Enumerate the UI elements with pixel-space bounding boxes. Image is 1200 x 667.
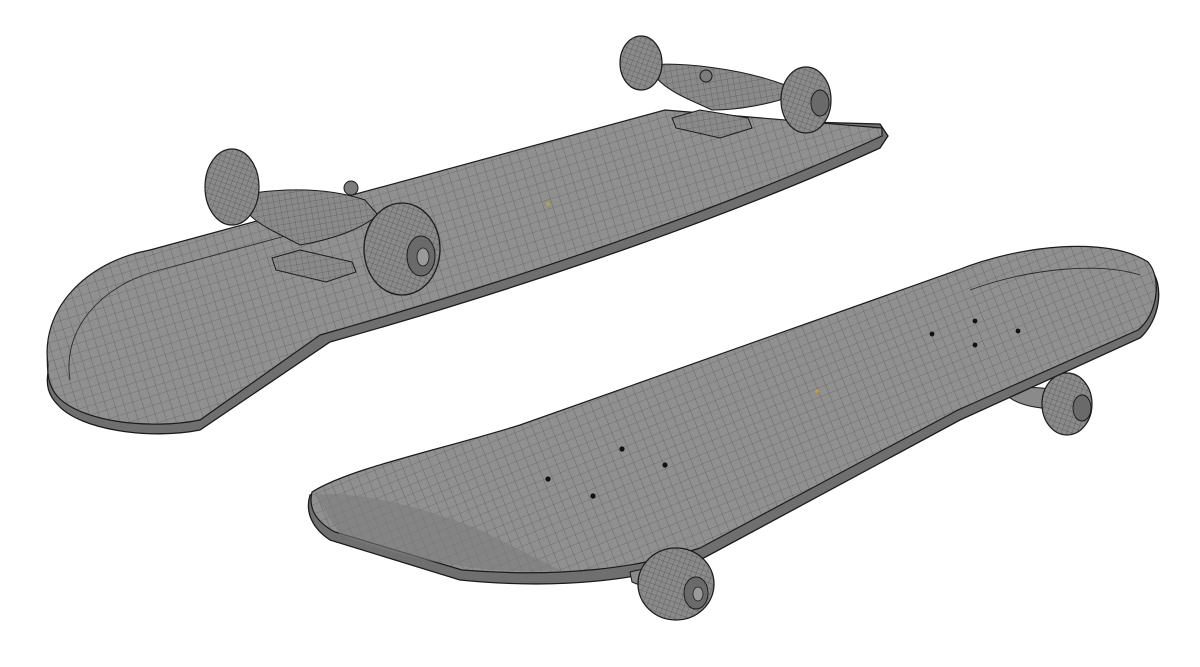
- bolt-icon: [545, 476, 551, 482]
- skateboard-top-view: [307, 245, 1160, 621]
- kingpin-nut-icon: [699, 69, 713, 83]
- bolt-icon: [972, 342, 978, 348]
- bolt-group-front: [545, 446, 668, 499]
- deck-mesh-top-view: [310, 246, 1157, 573]
- bolt-icon: [619, 446, 625, 452]
- wheel-hub-icon: [1072, 394, 1092, 422]
- front-truck-assembly: [619, 35, 832, 139]
- nose-concave: [315, 494, 560, 572]
- pivot-marker: [815, 389, 819, 393]
- deck-contour-line: [68, 231, 301, 381]
- bolt-icon: [662, 462, 668, 468]
- rear-truck-assembly: [204, 148, 441, 296]
- bolt-group-rear: [929, 318, 1021, 348]
- deck-contour-line: [969, 267, 1141, 291]
- front-truck-assembly: [629, 547, 715, 621]
- skateboard-bottom-view: [46, 35, 889, 435]
- bolt-icon: [972, 318, 978, 324]
- bolt-icon: [590, 493, 596, 499]
- rear-truck-assembly: [1009, 372, 1093, 436]
- kingpin-nut-icon: [343, 180, 359, 196]
- pivot-marker: [546, 202, 550, 206]
- bolt-icon: [1015, 328, 1021, 334]
- wheel-hub-icon: [810, 89, 830, 117]
- deck-mesh-bottom-view: [47, 110, 882, 425]
- bolt-icon: [929, 331, 935, 337]
